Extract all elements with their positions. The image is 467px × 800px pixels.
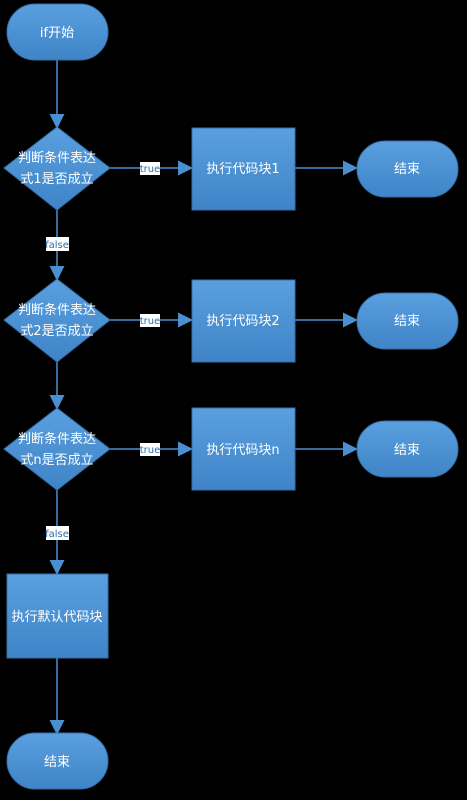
true-label-1: true <box>140 164 161 175</box>
final-end-node: 结束 <box>6 732 109 790</box>
condition-n-line2: 式n是否成立 <box>20 453 93 468</box>
end-n-label: 结束 <box>394 443 420 458</box>
start-node: if开始 <box>6 3 109 61</box>
edge-label-true-1: true <box>140 162 161 175</box>
end-1-label: 结束 <box>394 162 420 177</box>
end-2-label: 结束 <box>394 314 420 329</box>
default-action: 执行默认代码块 <box>6 573 109 659</box>
true-label-n: true <box>140 445 161 456</box>
condition-1-line1: 判断条件表达 <box>18 150 96 166</box>
action-n: 执行代码块n <box>191 407 296 491</box>
default-action-label: 执行默认代码块 <box>11 609 102 625</box>
condition-1: 判断条件表达 式1是否成立 <box>3 126 111 211</box>
true-label-2: true <box>140 316 161 327</box>
action-2-label: 执行代码块2 <box>206 314 279 329</box>
edge-label-true-n: true <box>140 443 161 456</box>
condition-2: 判断条件表达 式2是否成立 <box>3 278 111 363</box>
condition-n-line1: 判断条件表达 <box>18 431 96 447</box>
edge-label-false-n: false <box>45 526 69 540</box>
false-label-1: false <box>45 240 69 251</box>
start-label: if开始 <box>40 26 74 41</box>
action-1: 执行代码块1 <box>191 127 296 211</box>
false-label-n: false <box>45 529 69 540</box>
condition-2-line2: 式2是否成立 <box>20 324 93 339</box>
final-end-label: 结束 <box>44 755 70 770</box>
action-2: 执行代码块2 <box>191 279 296 363</box>
condition-2-line1: 判断条件表达 <box>18 302 96 318</box>
end-node-2: 结束 <box>356 292 459 350</box>
condition-1-line2: 式1是否成立 <box>20 172 93 187</box>
edge-label-true-2: true <box>140 314 161 327</box>
end-node-1: 结束 <box>356 140 459 198</box>
action-n-label: 执行代码块n <box>206 443 279 458</box>
action-1-label: 执行代码块1 <box>206 162 279 177</box>
condition-n: 判断条件表达 式n是否成立 <box>3 407 111 491</box>
edge-label-false-1: false <box>45 237 69 251</box>
end-node-n: 结束 <box>356 420 459 478</box>
